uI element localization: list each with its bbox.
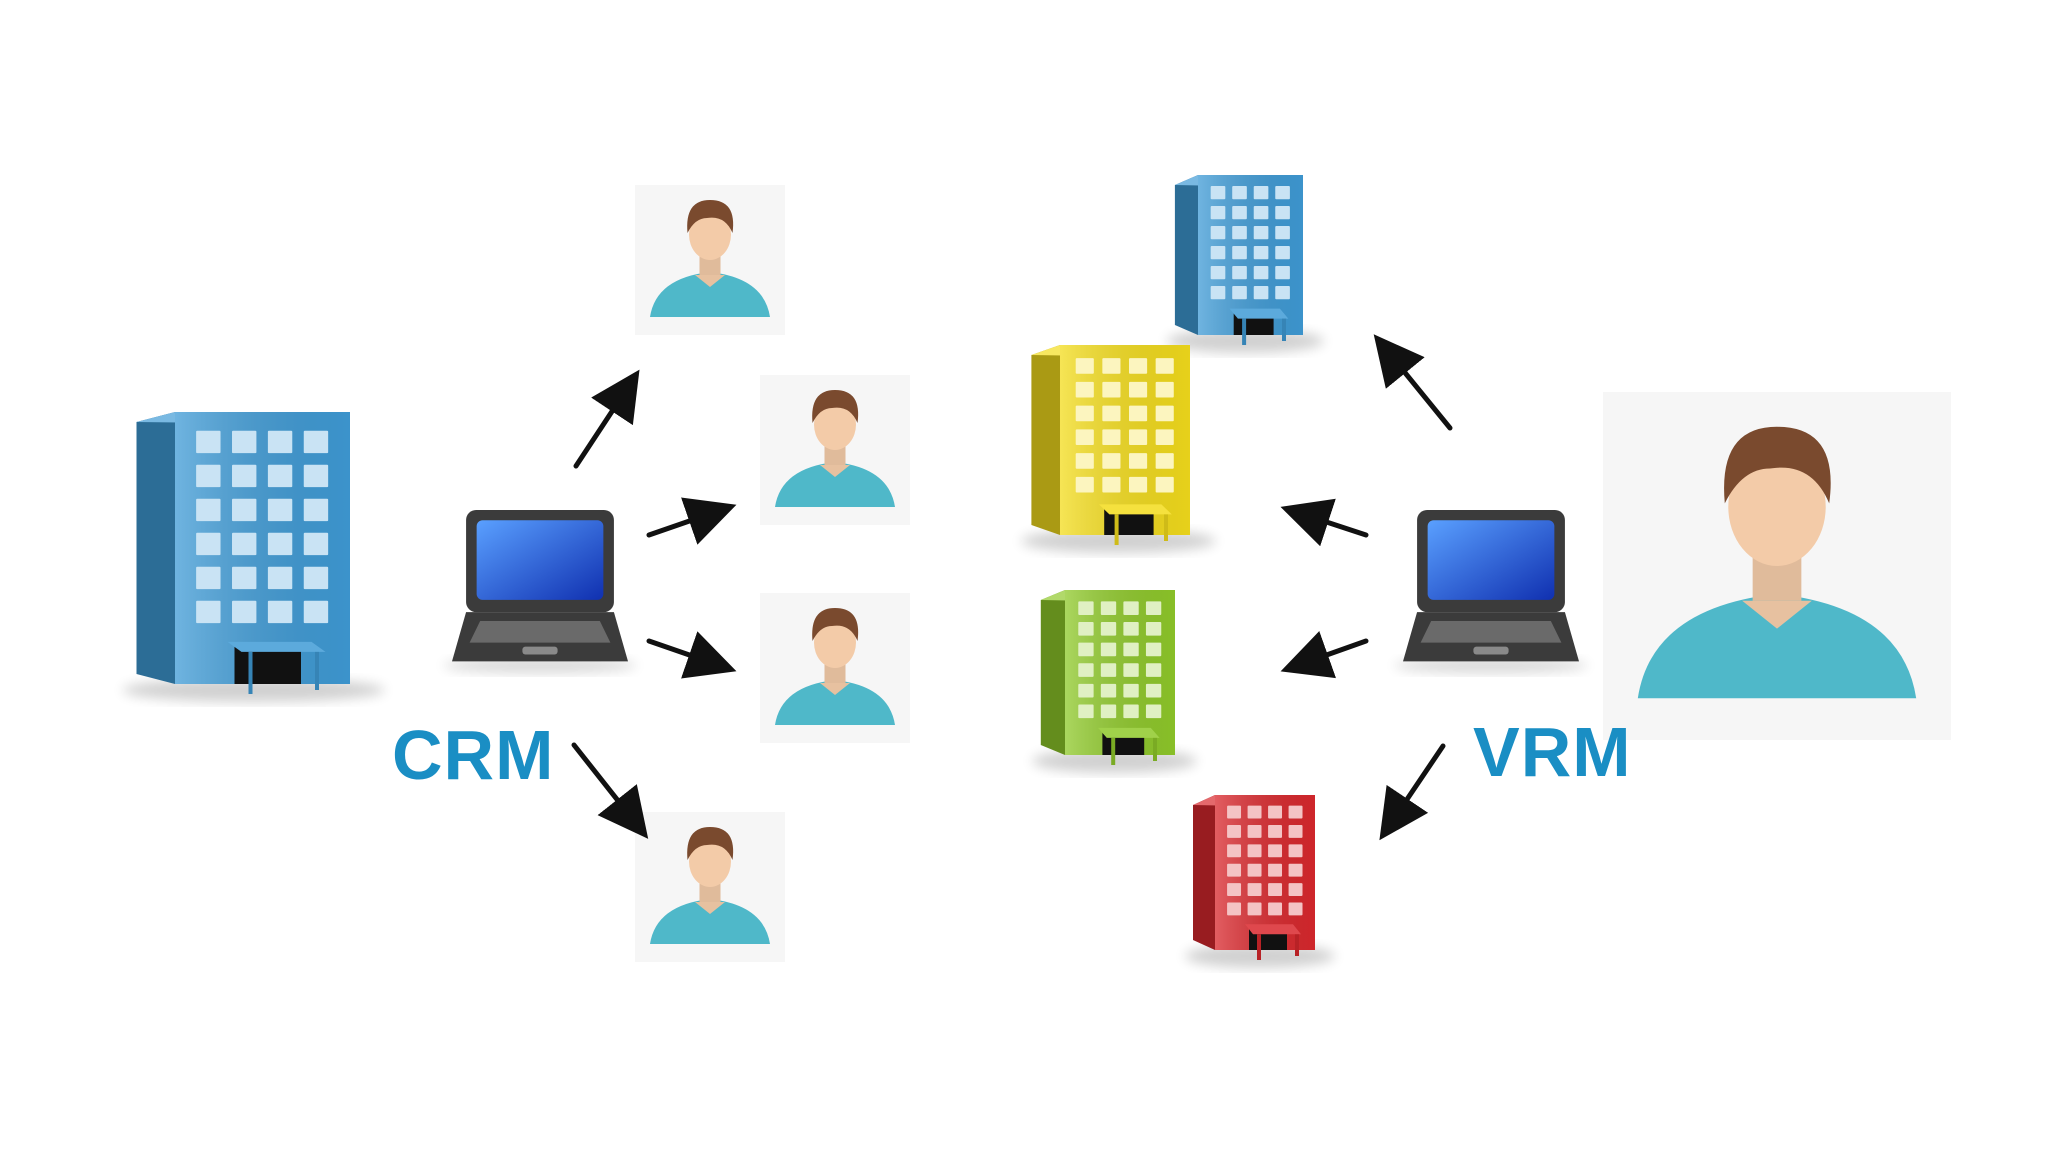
vrm-arrow-4 xyxy=(1379,743,1446,841)
customer-person-2-icon xyxy=(760,375,910,525)
crm-arrow-2 xyxy=(646,497,737,545)
vrm-arrow-1 xyxy=(1373,334,1453,431)
vrm-user-person-icon xyxy=(1603,392,1951,740)
vrm-label: VRM xyxy=(1473,713,1632,791)
vrm-arrow-3 xyxy=(1280,631,1369,679)
crm-arrow-3 xyxy=(646,631,737,679)
vrm-laptop-icon xyxy=(1394,510,1588,674)
crm-label: CRM xyxy=(392,716,555,794)
vrm-arrow-2 xyxy=(1280,498,1369,547)
customer-person-1-icon xyxy=(635,185,785,335)
crm-arrow-1 xyxy=(573,369,640,469)
vendor-building-blue-icon xyxy=(1166,175,1324,353)
vendor-building-green-icon xyxy=(1032,590,1197,773)
customer-person-4-icon xyxy=(635,812,785,962)
company-building-icon xyxy=(122,412,385,702)
crm-laptop-icon xyxy=(443,510,637,674)
vendor-building-red-icon xyxy=(1185,795,1335,968)
customer-person-3-icon xyxy=(760,593,910,743)
vendor-building-yellow-icon xyxy=(1021,345,1216,553)
crm-arrow-4 xyxy=(571,742,649,839)
